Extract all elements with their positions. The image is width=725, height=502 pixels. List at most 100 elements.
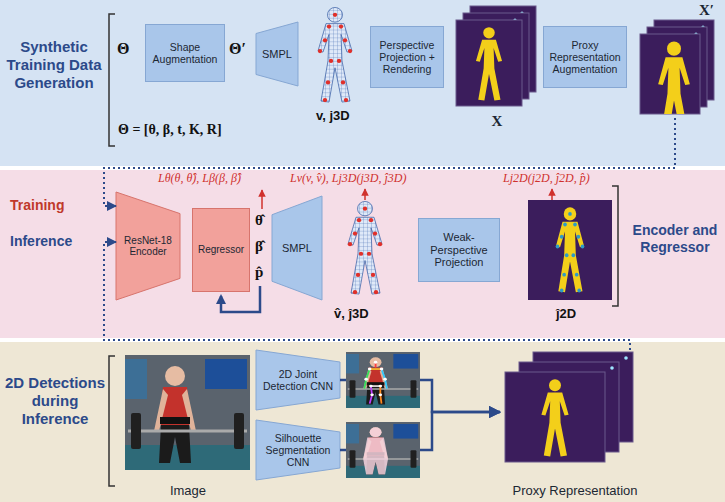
loss-label: Lθ(θ, θ̂), Lβ(β, β̂) [158,171,241,186]
node-label: Proxy Representation [512,483,637,498]
label-anchor: β̂ [255,238,263,255]
output-symbol: v, j3D [316,108,350,123]
parameter-definition: Θ = [θ, β, t, K, R] [118,122,222,138]
illustration-part [318,7,352,102]
connector [340,412,500,450]
node-label: X [492,113,503,130]
node-label: Regressor [198,244,244,256]
node-label: Silhouette Segmentation CNN [262,432,334,468]
section-label: Encoder and Regressor [628,222,722,256]
illustration-part [520,11,523,14]
predicted-silhouette [528,200,612,300]
image-stack: X [452,4,542,130]
edge-label: Inference [10,233,72,249]
silhouette-stack [456,6,536,106]
illustration-part [556,207,584,292]
estimate-symbol: β̂ [255,238,263,255]
node-label: Weak-Perspective Projection [425,231,493,269]
illustration-part [109,356,115,486]
label-anchor: Θ = [θ, β, t, K, R] [118,122,222,138]
smpl-mesh [318,7,352,102]
illustration-part [505,372,605,462]
cnn-network: Silhouette Segmentation CNN [256,420,340,480]
cnn-network: 2D Joint Detection CNN [256,350,340,410]
smpl-model: SMPL [256,22,298,86]
section-label: 2D Detections during Inference [4,374,106,428]
illustration-part [379,385,383,388]
illustration-part [701,25,704,28]
node-label: ResNet-18 Encoder [122,235,174,258]
illustration-part [470,6,536,92]
illustration-part [348,201,382,294]
illustration-part [364,361,386,397]
illustration-part [382,369,387,388]
section-label: Synthetic Training Data Generation [4,38,104,92]
illustration-part [694,32,697,35]
edge-label: Training [10,197,64,213]
encoder-network: ResNet-18 Encoder [116,192,180,300]
section-band: Synthetic Training Data Generation Shape … [0,0,725,166]
node-label: Shape Augmentation [152,41,218,65]
loss-label: Lv(v, v̂), Lj3D(j3D, ĵ3D) [290,171,406,186]
label-anchor: p̂ [255,264,263,281]
label-anchor: Synthetic Training Data Generation [4,38,104,92]
illustration-part [383,378,387,381]
illustration-part [556,212,585,292]
illustration-part [370,427,382,437]
connector [340,380,500,412]
illustration-part [519,362,619,452]
illustration-part [541,379,568,456]
node-label: Perspective Projection + Rendering [377,39,437,75]
illustration-part [647,27,707,107]
connector [104,242,630,350]
label-anchor: Θ′ [229,40,246,58]
illustration-part [533,352,633,442]
label-anchor: 2D Detections during Inference [4,374,106,428]
label-anchor: Training [10,197,64,213]
illustration-part [363,438,388,475]
trapezoid-outline [256,22,298,86]
illustration-part [109,14,115,146]
parameter-symbol: Θ′ [229,40,246,58]
illustration-part [125,355,250,470]
illustration-part [346,352,420,408]
node-label: X′ [699,2,714,19]
predicted-mesh [348,201,382,294]
illustration-part [551,189,553,200]
output-symbol: ĵ2D [556,306,576,321]
illustration-part [370,393,374,396]
process-box: Shape Augmentation [145,24,225,82]
process-box: Perspective Projection + Rendering [370,26,444,88]
illustration-part [379,393,383,396]
illustration-part [612,186,618,306]
estimate-symbol: θ̂ [255,212,263,229]
loss-label: Lj2D(j2D, ĵ2D, p̂) [503,171,590,186]
regressor-box: Regressor [192,208,250,292]
section-band: 2D Detections during InferenceImage2D Jo… [0,342,725,502]
illustration-part [380,386,381,404]
proxy-representation: Proxy Representation [500,350,650,498]
illustration-part [375,362,377,367]
label-anchor: θ̂ [255,212,263,229]
label-anchor: v, j3D [316,108,350,123]
label-anchor: Lv(v, v̂), Lj3D(j3D, ĵ3D) [290,171,406,186]
estimate-symbol: p̂ [255,264,263,281]
illustration-part [658,41,690,114]
trapezoid-outline [256,350,340,410]
joint-detection-output [346,352,420,408]
illustration-part [346,422,420,478]
connector [104,118,675,206]
iteration-loop [221,286,260,312]
segmentation-output [346,422,420,478]
image-stack: X′ [630,2,720,118]
output-symbol: v̂, ĵ3D [334,306,369,321]
illustration-part [528,200,612,300]
label-anchor: ĵ2D [556,306,576,321]
illustration-part [374,361,378,364]
illustration-part [261,190,263,209]
process-box: Proxy Representation Augmentation [543,26,627,88]
illustration-part [368,368,372,371]
